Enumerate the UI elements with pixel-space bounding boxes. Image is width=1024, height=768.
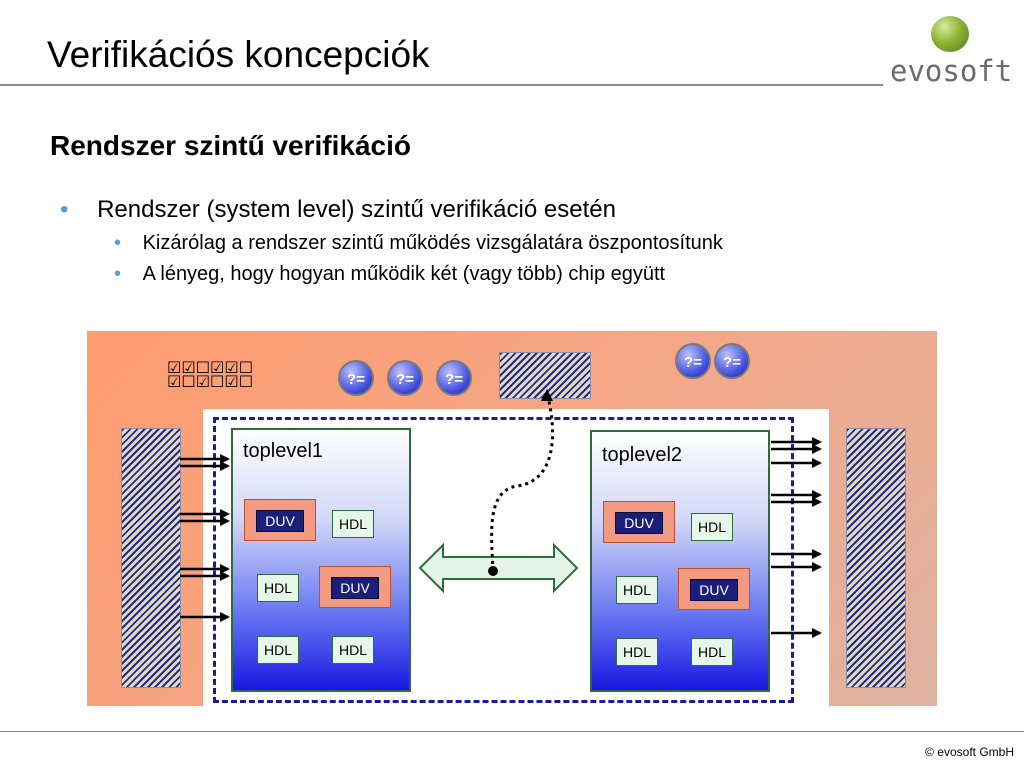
hdl-block: HDL: [332, 636, 374, 664]
system-verification-diagram: ☑☑☐☑☑☐ ☑☐☑☐☑☐ ?= ?= ?= ?= ?= toplevel1 D…: [87, 331, 937, 706]
toplevel1-label: toplevel1: [243, 440, 324, 462]
duv-block: DUV: [244, 499, 316, 541]
compare-icon: ?=: [387, 360, 423, 396]
bullet-item: • Kizárólag a rendszer szintű működés vi…: [114, 232, 723, 255]
output-arrows: [771, 437, 822, 638]
bullet-dot-icon: •: [114, 232, 122, 254]
hdl-block: HDL: [691, 513, 733, 541]
footer-divider: [0, 731, 1024, 732]
duv-label: DUV: [615, 512, 663, 534]
bullet-item: • Rendszer (system level) szintű verifik…: [60, 196, 616, 224]
bullet-dot-icon: •: [114, 263, 122, 285]
logo-text: evosoft: [890, 54, 1013, 88]
hdl-block: HDL: [257, 574, 299, 602]
duv-label: DUV: [331, 577, 379, 599]
connectors: [180, 389, 822, 638]
bullet-text: Kizárólag a rendszer szintű működés vizs…: [142, 232, 723, 254]
duv-block: DUV: [678, 568, 750, 610]
toplevel1-box: toplevel1 DUV HDL HDL DUV HDL HDL: [231, 428, 411, 692]
system-boundary: [213, 417, 794, 703]
checklist: ☑☑☐☑☑☐ ☑☐☑☐☑☐: [167, 358, 254, 391]
footer-copyright: © evosoft GmbH: [925, 745, 1014, 759]
hdl-block: HDL: [332, 510, 374, 538]
duv-block: DUV: [603, 501, 675, 543]
duv-block: DUV: [319, 566, 391, 608]
toplevel2-label: toplevel2: [602, 444, 683, 466]
stimulus-generator-block: [121, 428, 181, 688]
slide-title: Verifikációs koncepciók: [47, 34, 430, 75]
probe-point: [488, 566, 498, 576]
hdl-block: HDL: [616, 638, 658, 666]
bullet-dot-icon: •: [60, 196, 69, 223]
chip-interconnect-arrow: [418, 542, 579, 594]
checker-block: [499, 352, 591, 399]
bullet-text: A lényeg, hogy hogyan működik két (vagy …: [142, 263, 666, 285]
probe-arrowhead: [541, 389, 553, 401]
input-arrows: [180, 454, 230, 622]
duv-label: DUV: [690, 579, 738, 601]
monitor-block: [846, 428, 906, 688]
compare-icon: ?=: [338, 360, 374, 396]
hdl-block: HDL: [616, 576, 658, 604]
checklist-row: ☑☑☐☑☑☐: [167, 358, 254, 377]
checklist-row: ☑☐☑☐☑☐: [167, 372, 254, 391]
toplevel2-box: toplevel2 DUV HDL HDL DUV HDL HDL: [590, 430, 770, 692]
bullet-item: • A lényeg, hogy hogyan működik két (vag…: [114, 263, 665, 286]
duv-label: DUV: [256, 510, 304, 532]
hdl-block: HDL: [257, 636, 299, 664]
compare-icon: ?=: [714, 343, 750, 379]
compare-icon: ?=: [675, 343, 711, 379]
logo-ball-icon: [931, 16, 969, 52]
title-divider: [0, 84, 883, 86]
hdl-block: HDL: [691, 638, 733, 666]
probe-line: [490, 392, 555, 572]
compare-icon: ?=: [436, 360, 472, 396]
bullet-text: Rendszer (system level) szintű verifikác…: [97, 196, 616, 223]
evosoft-logo: evosoft: [890, 14, 1018, 88]
slide-subtitle: Rendszer szintű verifikáció: [50, 130, 412, 161]
